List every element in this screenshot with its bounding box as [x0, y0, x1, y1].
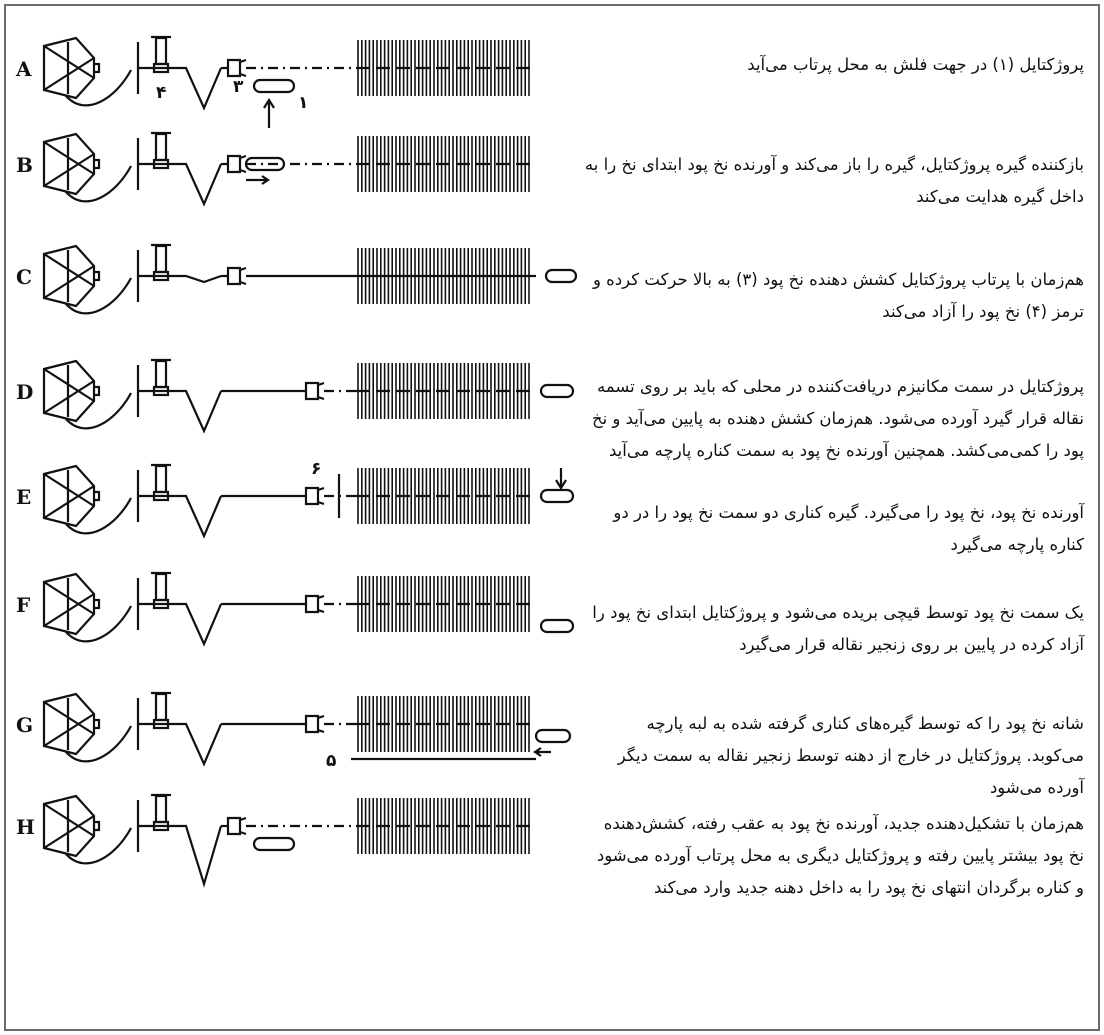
weft-brake — [154, 794, 168, 824]
row-letter-h: H — [16, 815, 35, 839]
weft-tensioner — [138, 66, 223, 111]
projectile — [539, 383, 575, 399]
diagram-row-h: H — [16, 793, 536, 888]
package-nose — [94, 385, 101, 397]
weft-yarn-feed — [65, 165, 132, 203]
projectile — [539, 488, 575, 504]
projectile — [534, 728, 572, 744]
projectile — [544, 268, 578, 284]
weft-package-hatch — [43, 42, 95, 94]
weft-brake — [154, 244, 168, 274]
package-nose — [94, 820, 101, 832]
row-letter-b: B — [16, 153, 33, 177]
diagram-row-a: A ۴ ۳ ۱ — [15, 35, 536, 128]
weft-brake — [154, 36, 168, 66]
weft-brake — [154, 464, 168, 494]
step-f-description: یک سمت نخ پود توسط قیچی بریده می‌شود و پ… — [592, 603, 1084, 654]
gripper — [304, 714, 325, 734]
weft-yarn-feed — [65, 277, 132, 315]
gripper — [226, 58, 247, 78]
weft-yarn-feed — [65, 69, 132, 107]
weft-tensioner — [138, 602, 223, 647]
weft-package-hatch — [43, 138, 95, 190]
callout-number: ۱ — [298, 93, 308, 113]
diagram-row-b: B — [16, 131, 536, 207]
arrival-arrow — [263, 97, 275, 128]
weft-yarn-feed — [65, 725, 132, 763]
diagram-row-g: G۵ — [16, 691, 572, 771]
step-c-description: هم‌زمان با پرتاب پروژکتایل کشش دهنده نخ … — [592, 270, 1084, 321]
step-g-description: شانه نخ پود را که توسط گیره‌های کناری گر… — [617, 714, 1084, 797]
diagram-row-f: F — [16, 571, 575, 647]
row-letter-a: A — [15, 57, 32, 81]
step-e-description: آورنده نخ پود، نخ پود را می‌گیرد. گیره ک… — [613, 503, 1084, 554]
weft-tensioner — [138, 389, 223, 434]
package-nose — [94, 490, 101, 502]
weft-package-hatch — [43, 365, 95, 417]
weft-package-hatch — [43, 800, 95, 852]
gripper — [304, 486, 325, 506]
step-d-description: پروژکتایل در سمت مکانیزم دریافت‌کننده در… — [591, 377, 1084, 460]
row-letter-c: C — [16, 265, 32, 289]
package-nose — [94, 598, 101, 610]
weft-package-hatch — [43, 578, 95, 630]
projectile — [252, 78, 296, 94]
package-nose — [94, 718, 101, 730]
callout-number: ۳ — [233, 77, 244, 97]
return-arrow — [533, 747, 551, 757]
row-letter-d: D — [16, 380, 33, 404]
projectile — [244, 156, 286, 172]
callout-number: ۵ — [326, 751, 336, 771]
step-h-description: هم‌زمان با تشکیل‌دهنده جدید، آورنده نخ پ… — [596, 814, 1084, 897]
gripper — [226, 816, 247, 836]
projectile — [539, 618, 575, 634]
step-a-description: پروژکتایل (۱) در جهت فلش به محل پرتاب می… — [747, 55, 1084, 74]
weft-tensioner — [138, 824, 223, 888]
weft-package-hatch — [43, 250, 95, 302]
gripper — [226, 266, 247, 286]
weft-yarn-feed — [65, 605, 132, 643]
weft-tensioner — [138, 162, 223, 207]
step-b-description: بازکننده گیره پروژکتایل، گیره را باز می‌… — [584, 155, 1084, 206]
diagram-row-d: D — [16, 358, 575, 434]
feed-arrow — [246, 175, 270, 185]
projectile — [252, 836, 296, 852]
weft-yarn-feed — [65, 497, 132, 535]
weft-package-hatch — [43, 470, 95, 522]
package-nose — [94, 158, 101, 170]
gripper — [226, 154, 247, 174]
weft-brake — [154, 132, 168, 162]
gripper — [304, 594, 325, 614]
row-letter-f: F — [16, 593, 30, 617]
weft-tensioner — [138, 274, 222, 284]
weft-yarn-feed — [65, 827, 132, 865]
weft-package-hatch — [43, 698, 95, 750]
diagram-row-c: C — [16, 243, 578, 315]
row-letter-e: E — [16, 485, 31, 509]
gripper — [304, 381, 325, 401]
weft-tensioner — [138, 722, 223, 767]
callout-number: ۶ — [311, 459, 321, 479]
diagram-row-e: E۶ — [16, 459, 575, 539]
weft-brake — [154, 359, 168, 389]
callout-number: ۴ — [156, 83, 166, 103]
reed-warp — [357, 576, 530, 632]
row-letter-g: G — [16, 713, 33, 737]
weft-yarn-feed — [65, 392, 132, 430]
package-nose — [94, 270, 101, 282]
weft-brake — [154, 692, 168, 722]
weft-tensioner — [138, 494, 223, 539]
package-nose — [94, 62, 101, 74]
weft-brake — [154, 572, 168, 602]
drop-arrow — [555, 468, 567, 491]
